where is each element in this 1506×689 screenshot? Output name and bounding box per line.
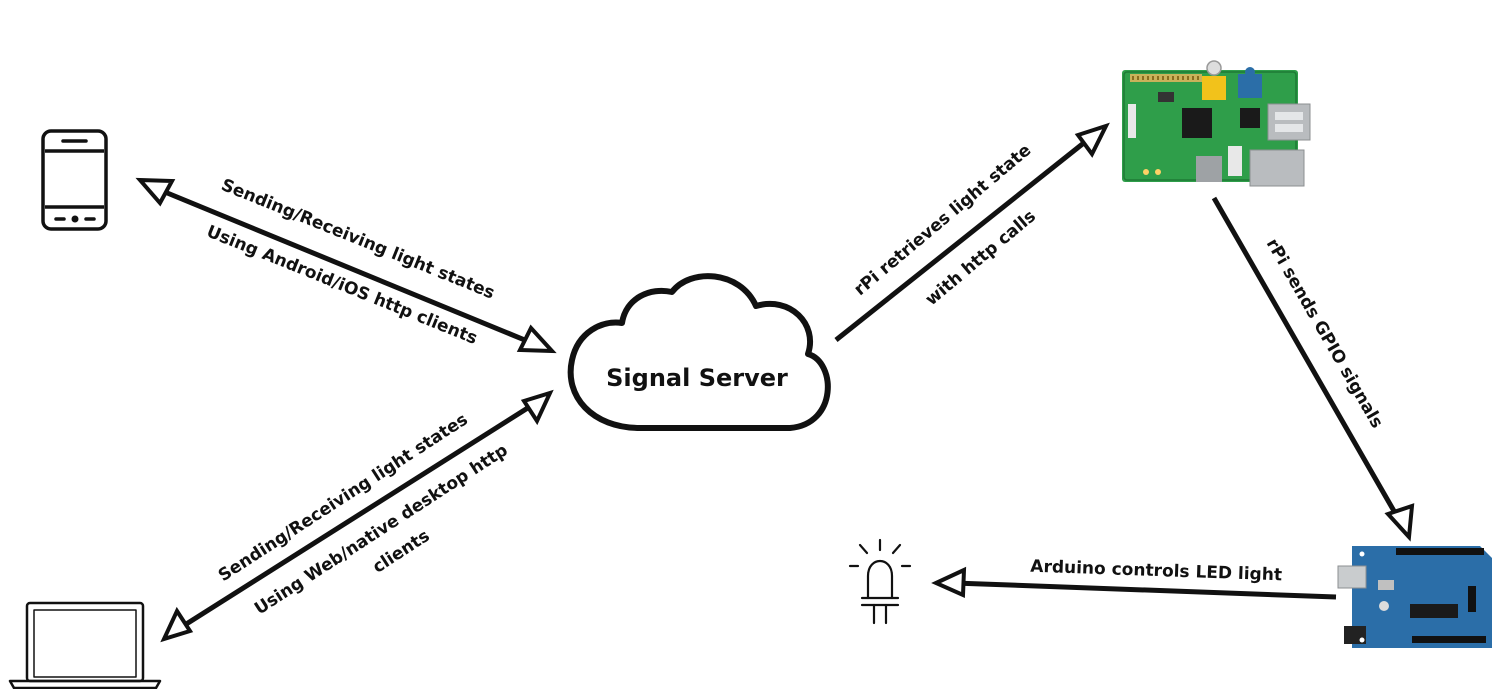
led-light-icon — [848, 538, 912, 625]
arrow-server-rpi — [834, 122, 1110, 342]
arrow-arduino-led — [931, 566, 1337, 600]
rpi-arduino-line1: rPi sends GPIO signals — [1262, 235, 1387, 431]
label-arduino-led: Arduino controls LED light — [1030, 557, 1282, 586]
arrow-laptop-server — [160, 389, 554, 643]
raspberry-pi-board — [1122, 60, 1311, 187]
signal-server-label: Signal Server — [606, 364, 788, 392]
smartphone-icon — [41, 129, 108, 231]
arduino-led-line1: Arduino controls LED light — [1030, 557, 1282, 586]
arrow-rpi-arduino — [1211, 196, 1415, 542]
label-rpi-arduino: rPi sends GPIO signals — [1262, 235, 1387, 431]
laptop-icon — [8, 601, 162, 689]
arduino-board — [1337, 546, 1492, 648]
signal-server-cloud: Signal Server — [567, 273, 831, 431]
arrow-phone-server — [135, 177, 557, 354]
